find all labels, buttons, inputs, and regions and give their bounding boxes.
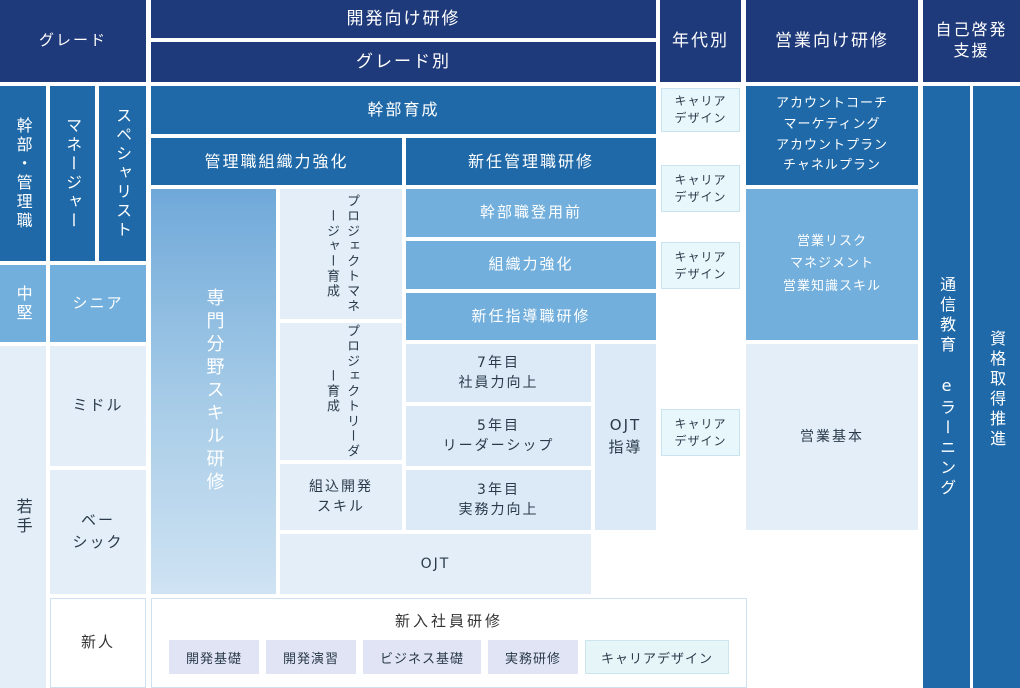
new-hire-item-business-basics: ビジネス基礎 bbox=[363, 640, 481, 674]
dev-specialty-skill-training: 専門分野スキル研修 bbox=[151, 189, 276, 594]
new-hire-item-practical-training: 実務研修 bbox=[488, 640, 578, 674]
self-correspondence-elearning: 通信教育 eラーニング bbox=[923, 86, 970, 688]
dev-year5-leadership: 5年目 リーダーシップ bbox=[406, 406, 591, 466]
grade-manager: マネージャー bbox=[50, 86, 95, 261]
sales-basics: 営業基本 bbox=[746, 344, 918, 530]
dev-embedded-dev-skill: 組込開発 スキル bbox=[280, 464, 402, 530]
grade-new: 新人 bbox=[50, 598, 146, 688]
dev-year7-staff-power: 7年目 社員力向上 bbox=[406, 344, 591, 402]
dev-mgmt-org-strength: 管理職組織力強化 bbox=[151, 138, 402, 185]
sales-account-marketing: アカウントコーチ マーケティング アカウントプラン チャネルプラン bbox=[746, 86, 918, 185]
grade-senior: シニア bbox=[50, 265, 146, 342]
header-by-age: 年代別 bbox=[660, 0, 741, 82]
header-dev-training: 開発向け研修 bbox=[151, 0, 656, 38]
new-hire-item-career-design: キャリアデザイン bbox=[585, 640, 729, 674]
header-by-grade: グレード別 bbox=[151, 42, 656, 82]
grade-exec-mgmt: 幹部・管理職 bbox=[0, 86, 46, 261]
grade-young: 若手 bbox=[0, 346, 46, 688]
dev-ojt-guidance: OJT 指導 bbox=[595, 344, 656, 530]
age-career-design-4: キャリア デザイン bbox=[661, 409, 740, 456]
age-career-design-1: キャリア デザイン bbox=[661, 88, 740, 132]
grade-basic: ベー シック bbox=[50, 470, 146, 594]
dev-ojt: OJT bbox=[280, 534, 591, 594]
self-certification-promotion: 資格取得推進 bbox=[973, 86, 1020, 688]
dev-new-manager-training: 新任管理職研修 bbox=[406, 138, 656, 185]
dev-project-manager-development: プロジェクトマネージャー育成 bbox=[280, 189, 402, 319]
age-career-design-3: キャリア デザイン bbox=[661, 242, 740, 289]
dev-project-leader-development: プロジェクトリーダー育成 bbox=[280, 323, 402, 460]
grade-midl: ミドル bbox=[50, 346, 146, 466]
dev-year3-practical: 3年目 実務力向上 bbox=[406, 470, 591, 530]
dev-new-leader-training: 新任指導職研修 bbox=[406, 293, 656, 340]
dev-org-power-strength: 組織力強化 bbox=[406, 241, 656, 289]
new-hire-item-dev-basics: 開発基礎 bbox=[169, 640, 259, 674]
new-hire-title: 新入社員研修 bbox=[394, 612, 503, 630]
header-grade: グレード bbox=[0, 0, 146, 82]
new-hire-item-dev-practice: 開発演習 bbox=[266, 640, 356, 674]
header-sales-training: 営業向け研修 bbox=[746, 0, 918, 82]
grade-middle: 中堅 bbox=[0, 265, 46, 342]
dev-exec-development: 幹部育成 bbox=[151, 86, 656, 134]
grade-specialist: スペシャリスト bbox=[99, 86, 146, 261]
age-career-design-2: キャリア デザイン bbox=[661, 165, 740, 212]
dev-exec-candidate: 幹部職登用前 bbox=[406, 189, 656, 237]
header-self-dev: 自己啓発 支援 bbox=[923, 0, 1020, 82]
sales-risk-management: 営業リスク マネジメント 営業知識スキル bbox=[746, 189, 918, 340]
